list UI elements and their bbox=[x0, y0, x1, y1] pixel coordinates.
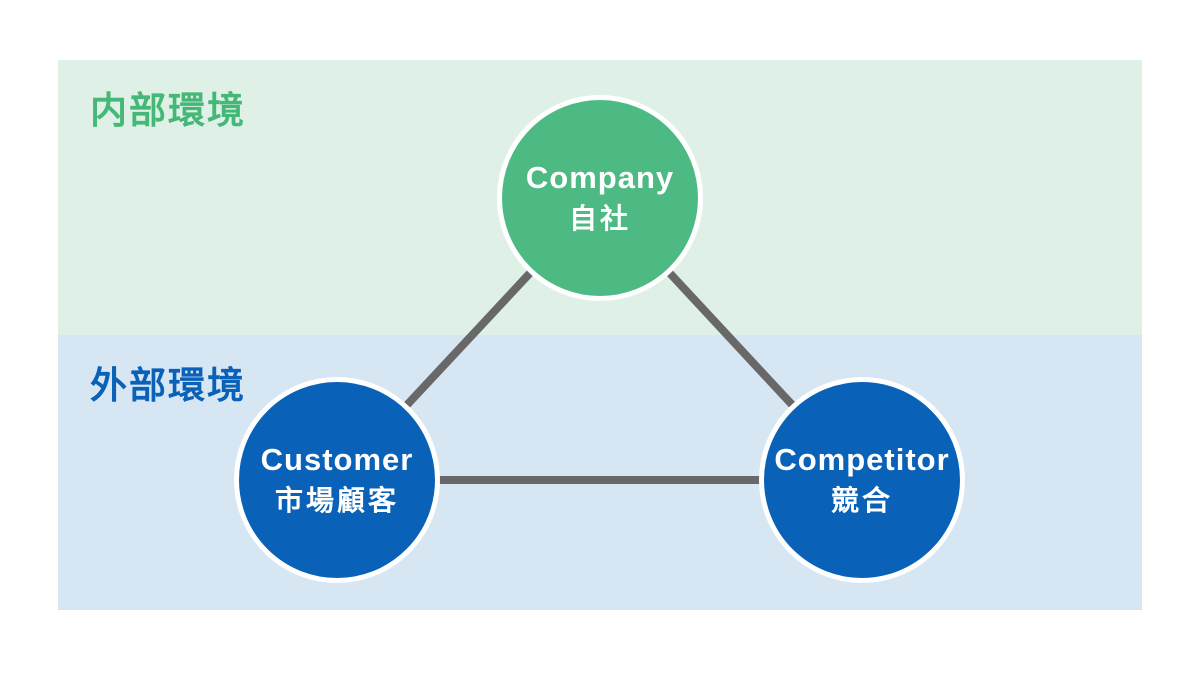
competitor-node: Competitor 競合 bbox=[759, 377, 965, 583]
external-environment-label: 外部環境 bbox=[90, 365, 246, 406]
company-node-title: Company bbox=[525, 160, 675, 196]
competitor-node-title: Competitor bbox=[774, 442, 950, 478]
company-node: Company 自社 bbox=[497, 95, 703, 301]
company-node-subtitle: 自社 bbox=[568, 203, 631, 235]
customer-node-subtitle: 市場顧客 bbox=[274, 485, 399, 517]
competitor-node-subtitle: 競合 bbox=[830, 485, 893, 517]
internal-environment-label: 内部環境 bbox=[90, 90, 246, 131]
customer-node-title: Customer bbox=[260, 442, 414, 478]
customer-node: Customer 市場顧客 bbox=[234, 377, 440, 583]
